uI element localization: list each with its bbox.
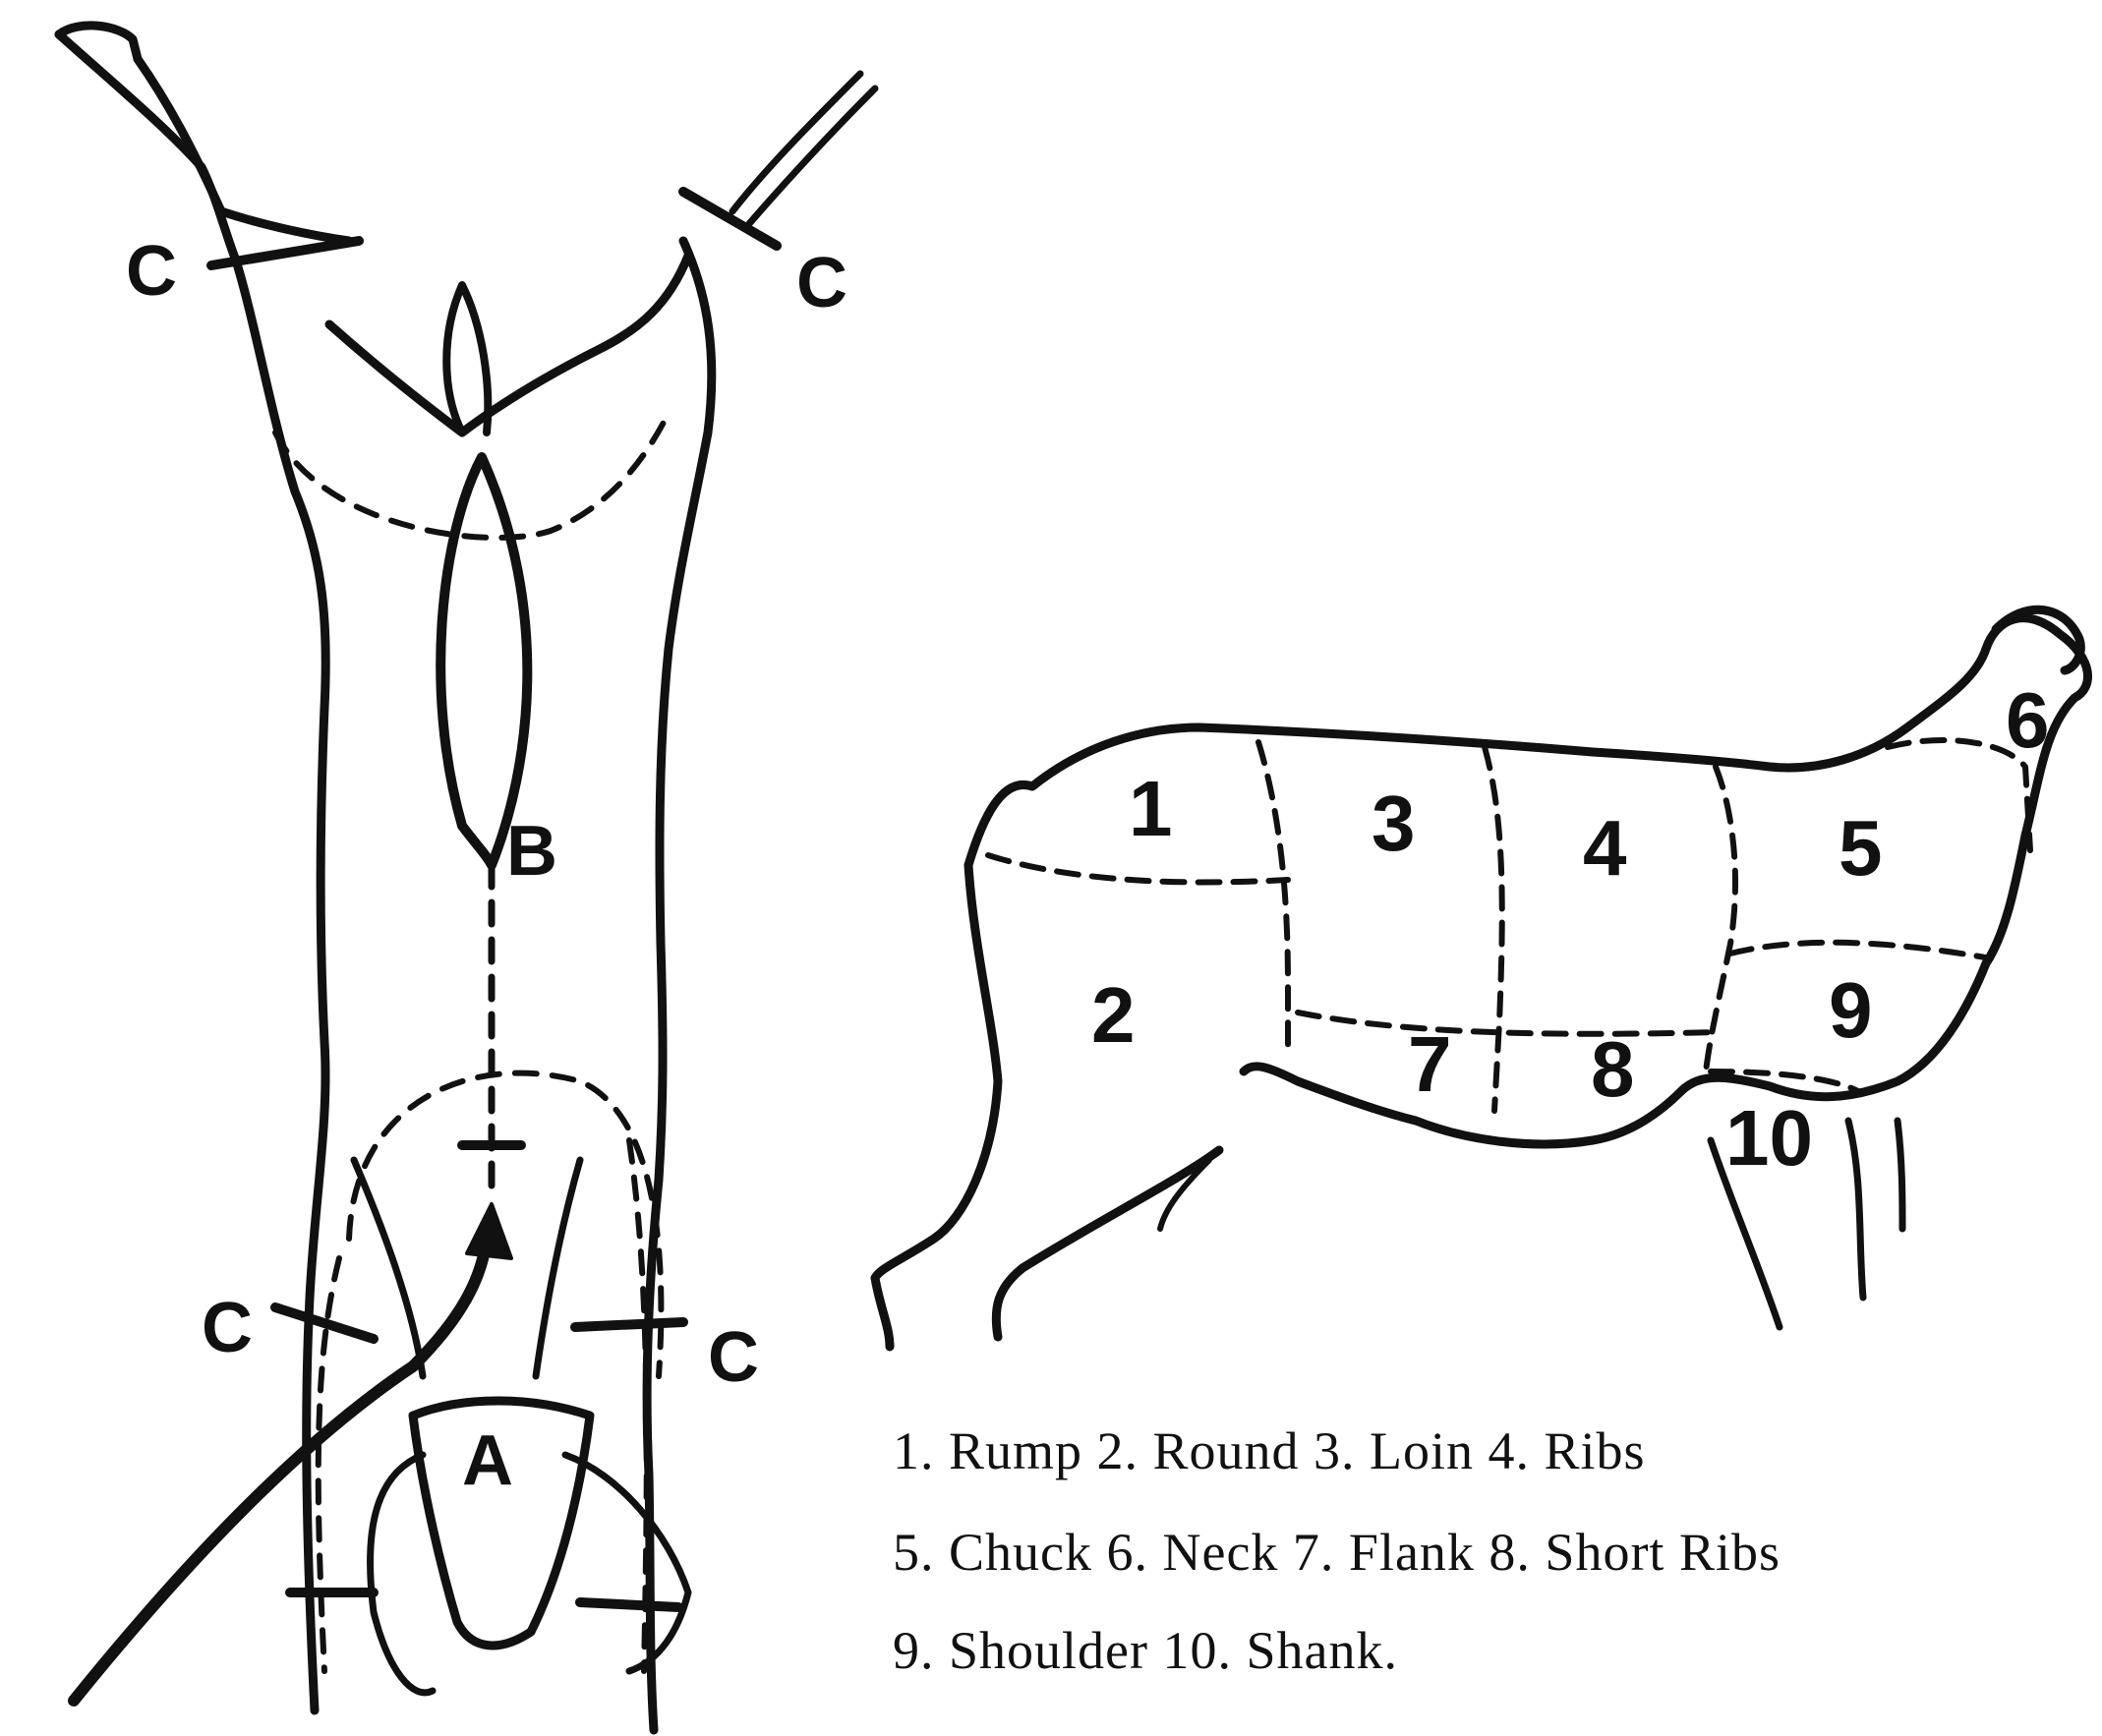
carcass-foreleg-left	[354, 1160, 423, 1376]
legend-line-3: 9. Shoulder 10. Shank.	[893, 1620, 1398, 1681]
cut-number-8: 8	[1591, 1025, 1635, 1113]
cut-line-loin-ribs	[1485, 747, 1502, 1111]
label-c-upper-left: C	[126, 232, 177, 311]
carcass-right-leg-outline	[732, 74, 860, 211]
cut-number-5: 5	[1839, 804, 1883, 892]
sheep-hind-leg-back	[996, 1150, 1219, 1337]
cut-number-6: 6	[2006, 676, 2050, 764]
carcass-forefoot-right	[565, 1455, 688, 1671]
cut-line-rump-round	[988, 855, 1288, 882]
legend-line-2: 5. Chuck 6. Neck 7. Flank 8. Short Ribs	[893, 1522, 1781, 1583]
carcass-tail	[446, 285, 488, 433]
carcass-foreleg-right	[536, 1160, 580, 1376]
cut-line-ribs-chuck	[1706, 767, 1735, 1071]
sheep-hind-leg	[875, 865, 998, 1347]
legend-line-1: 1. Rump 2. Round 3. Loin 4. Ribs	[893, 1420, 1646, 1481]
knife-arrow-head	[467, 1204, 511, 1258]
label-a: A	[462, 1421, 513, 1500]
cut-line-rump-loin	[1258, 742, 1288, 1057]
label-b: B	[506, 812, 557, 891]
cut-number-4: 4	[1583, 804, 1627, 892]
sheep-front-leg-3	[1898, 1121, 1902, 1229]
cut-number-2: 2	[1091, 971, 1136, 1059]
cut-number-9: 9	[1829, 966, 1873, 1054]
cut-number-1: 1	[1129, 765, 1173, 852]
carcass-belly-opening	[440, 457, 527, 865]
cut-number-3: 3	[1372, 780, 1416, 867]
sheep-cut-chart	[875, 609, 2088, 1347]
label-c-lower-right: C	[708, 1318, 759, 1397]
cut-mark-c-lower-right	[575, 1322, 683, 1327]
carcass-shoulder-arch-inner-r	[629, 1140, 647, 1671]
sheep-front-leg-2	[1848, 1121, 1863, 1298]
cut-mark-c-upper-right	[683, 192, 777, 246]
carcass-right-leg-inner	[747, 88, 875, 226]
carcass-left-leg-outline	[59, 26, 349, 241]
cut-line-shoulder	[1730, 943, 1991, 958]
cut-number-10: 10	[1725, 1094, 1813, 1182]
cut-mark-lower-right-hoof	[580, 1602, 678, 1607]
carcass-body-right-edge	[647, 241, 712, 1730]
cut-number-7: 7	[1408, 1020, 1452, 1108]
carcass-shoulder-arch	[349, 1073, 661, 1376]
label-c-lower-left: C	[202, 1289, 253, 1367]
carcass-crotch	[329, 256, 688, 433]
label-c-upper-right: C	[796, 244, 847, 322]
cut-line-flank	[1298, 1013, 1716, 1034]
